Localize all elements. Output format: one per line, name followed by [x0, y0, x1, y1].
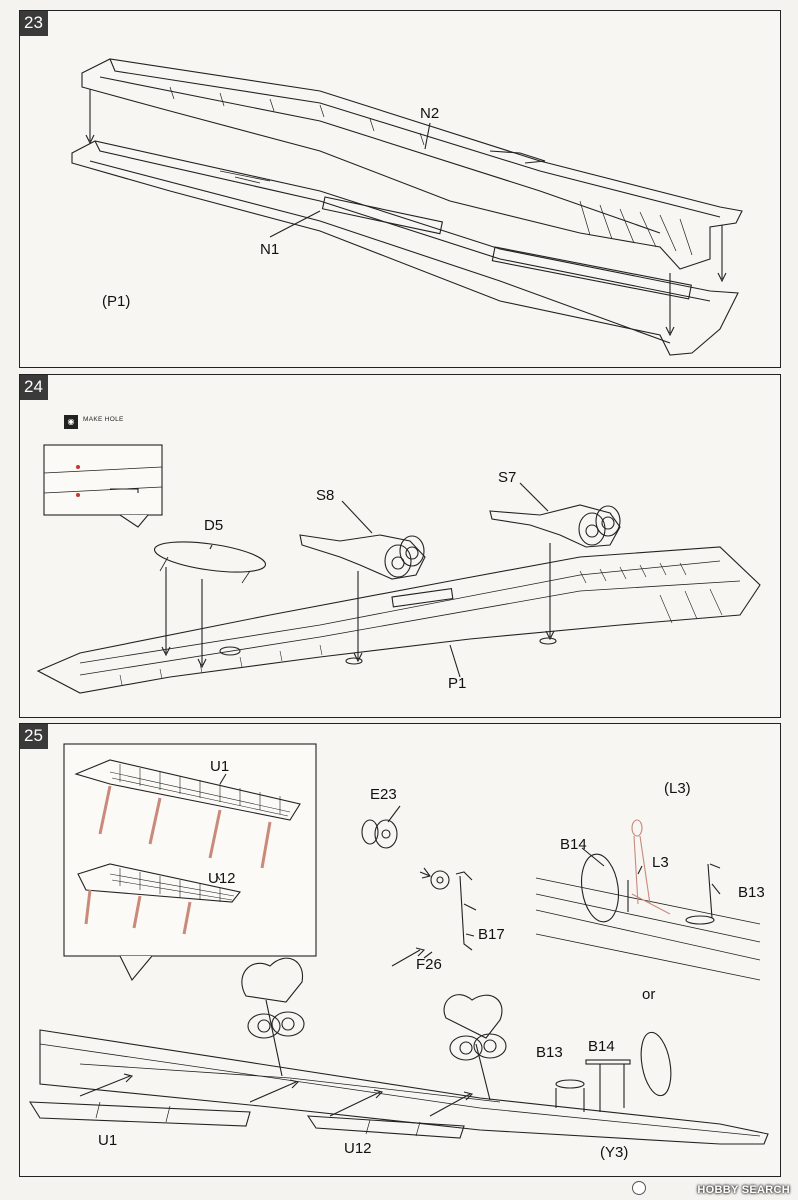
wing-assembly-drawing	[71, 58, 743, 356]
part-label-n2: N2	[420, 105, 440, 122]
part-label-f26: F26	[416, 956, 442, 973]
step-number: 23	[20, 11, 48, 36]
step-23-panel: 23	[19, 10, 781, 368]
tool-note: MAKE HOLE	[83, 416, 124, 423]
drill-icon: ◉	[64, 415, 78, 429]
part-label-l3-title: (L3)	[664, 780, 691, 797]
part-label-u1-inset: U1	[210, 758, 230, 775]
part-label-s8: S8	[316, 487, 335, 504]
part-label-e23: E23	[370, 786, 397, 803]
hole-mark-top	[76, 465, 80, 469]
hole-mark-bottom	[76, 493, 80, 497]
step-number: 25	[20, 724, 48, 749]
part-label-u12-inset: U12	[208, 870, 236, 887]
step-number: 24	[20, 375, 48, 400]
part-label-n1: N1	[260, 241, 280, 258]
watermark-logo-icon	[632, 1181, 646, 1195]
part-label-b13-top: B13	[738, 884, 765, 901]
part-label-s7: S7	[498, 469, 517, 486]
part-label-l3: L3	[652, 854, 669, 871]
part-label-p1: (P1)	[102, 293, 131, 310]
part-label-u12: U12	[344, 1140, 372, 1157]
part-label-b17: B17	[478, 926, 505, 943]
flap-and-gear-drawing	[28, 743, 769, 1145]
part-label-u1: U1	[98, 1132, 118, 1149]
part-label-d5: D5	[204, 517, 224, 534]
part-label-b13-bottom: B13	[536, 1044, 563, 1061]
step-24-panel: 24 ◉ MAKE HOLE	[19, 374, 781, 718]
part-label-y3: (Y3)	[600, 1144, 629, 1161]
watermark: HOBBY SEARCH	[697, 1184, 790, 1196]
engine-pods-drawing	[36, 444, 761, 694]
or-label: or	[642, 986, 656, 1003]
pin-set-u1	[84, 785, 272, 935]
part-label-p1: P1	[448, 675, 467, 692]
part-label-b14-bottom: B14	[588, 1038, 615, 1055]
part-label-b14-top: B14	[560, 836, 587, 853]
step-25-panel: 25	[19, 723, 781, 1177]
